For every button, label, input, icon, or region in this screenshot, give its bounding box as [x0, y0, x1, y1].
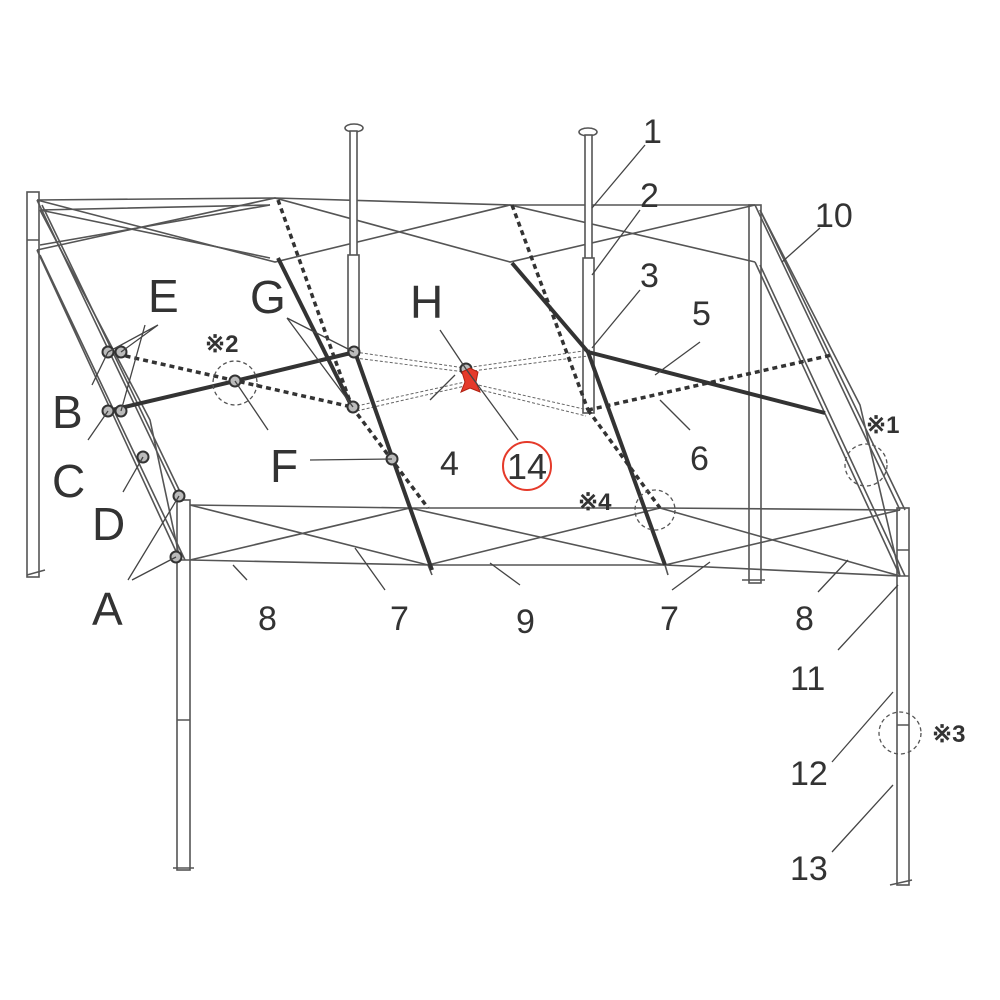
detail-circle-4: [634, 489, 676, 531]
label-7-right: 7: [660, 600, 679, 638]
label-11: 11: [790, 660, 825, 698]
detail-circle-3: [878, 711, 922, 755]
back-truss: [36, 197, 756, 263]
label-d: D: [92, 498, 125, 550]
label-12: 12: [790, 755, 828, 793]
label-13: 13: [790, 850, 828, 888]
label-8-right: 8: [795, 600, 814, 638]
detail-circle-2: [212, 360, 258, 406]
label-4: 4: [440, 445, 459, 483]
label-9: 9: [516, 603, 535, 641]
note-3: ※3: [932, 721, 965, 748]
label-2: 2: [640, 177, 659, 215]
label-7-left: 7: [390, 600, 409, 638]
label-6: 6: [690, 440, 709, 478]
front-truss: [189, 504, 901, 577]
leg-back-left: [26, 191, 46, 578]
label-h: H: [410, 276, 443, 328]
part-14-icon: [460, 367, 481, 393]
leader-lines: [87, 144, 899, 853]
right-side-truss: [754, 204, 906, 577]
label-a: A: [92, 583, 123, 635]
label-8-left: 8: [258, 600, 277, 638]
label-g: G: [250, 271, 286, 323]
note-1: ※1: [866, 412, 899, 439]
note-4: ※4: [578, 489, 612, 516]
label-14: 14: [507, 446, 547, 487]
center-pole-left: [344, 123, 364, 356]
label-e: E: [148, 270, 179, 322]
highlight-circle-14: [502, 441, 552, 491]
label-3: 3: [640, 257, 659, 295]
detail-circle-1: [844, 443, 888, 487]
note-2: ※2: [205, 331, 238, 358]
label-b: B: [52, 386, 83, 438]
label-c: C: [52, 455, 85, 507]
label-f: F: [270, 440, 298, 492]
label-1: 1: [643, 113, 662, 151]
label-5: 5: [692, 295, 711, 333]
label-10: 10: [815, 197, 853, 235]
leg-front-right: [889, 507, 913, 886]
dark-struts: [111, 257, 826, 571]
